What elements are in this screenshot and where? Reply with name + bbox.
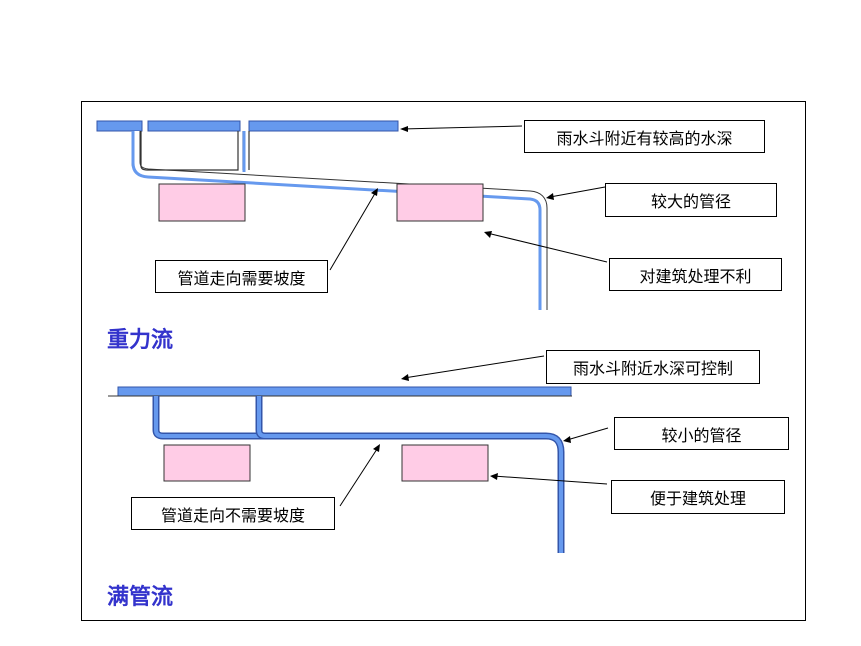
full-pipe-beam-right xyxy=(401,444,489,482)
heading-full-pipe-flow: 满管流 xyxy=(107,584,174,610)
label-gravity-slope: 管道走向需要坡度 xyxy=(155,260,328,293)
label-gravity-building: 对建筑处理不利 xyxy=(609,258,782,291)
label-gravity-pipe-size: 较大的管径 xyxy=(605,183,777,217)
gravity-beam-left xyxy=(158,183,246,222)
full-pipe-system xyxy=(108,355,609,553)
full-pipe-roof-bar xyxy=(117,386,572,397)
gravity-roof-bar xyxy=(96,120,399,132)
gravity-system xyxy=(96,120,608,310)
gravity-beam-right xyxy=(396,183,484,222)
gravity-downpipe-1 xyxy=(140,131,239,171)
label-full-pipe-slope: 管道走向不需要坡度 xyxy=(131,497,335,530)
diagram-frame xyxy=(81,101,806,621)
label-full-pipe-pipe-size: 较小的管径 xyxy=(614,417,789,450)
heading-gravity-flow: 重力流 xyxy=(107,327,174,353)
label-full-pipe-water-depth: 雨水斗附近水深可控制 xyxy=(546,350,760,384)
full-pipe-beam-left xyxy=(163,444,251,482)
label-full-pipe-building: 便于建筑处理 xyxy=(611,480,785,514)
label-gravity-water-depth: 雨水斗附近有较高的水深 xyxy=(524,120,765,153)
